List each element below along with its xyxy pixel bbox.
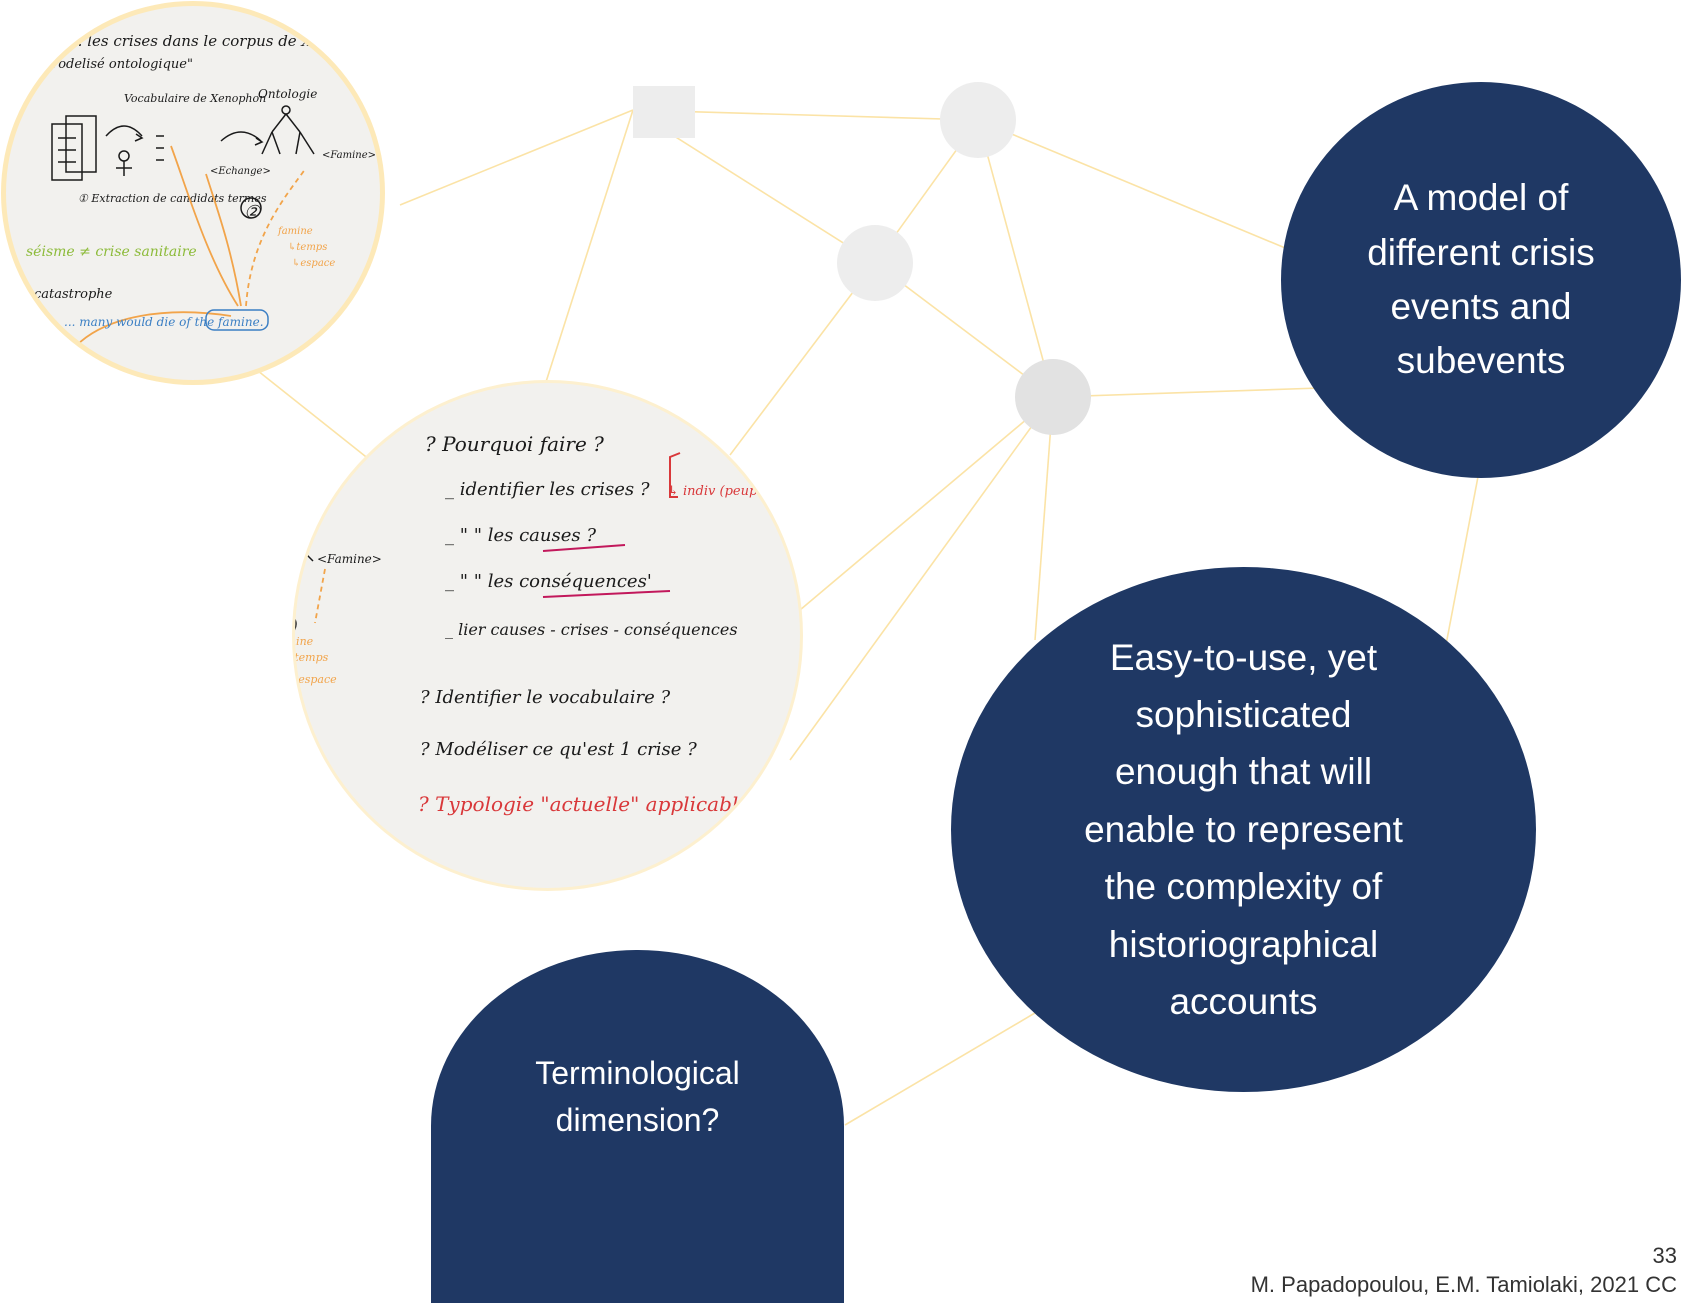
note-text: _ " " les conséquences'	[445, 571, 652, 592]
network-node	[1015, 359, 1091, 435]
edge	[247, 362, 371, 461]
edge	[544, 109, 634, 386]
edge	[1034, 396, 1054, 641]
note-text: ie. les crises dans le corpus de Xenoph	[64, 32, 359, 50]
edge	[399, 109, 634, 206]
handwritten-notes-photo-ontology: ie. les crises dans le corpus de Xenoph …	[6, 6, 380, 380]
note-text: ②	[244, 202, 261, 223]
note-text: famine	[295, 635, 314, 648]
edge	[789, 396, 1054, 761]
page-number: 33	[1652, 1243, 1677, 1268]
note-text: ↳ indiv (peuple	[668, 484, 769, 499]
note-text: Vocabulaire de Xenophon	[124, 92, 266, 105]
note-text: ↳temps	[288, 242, 327, 253]
bubble-text-crisis-model: A model of different crisis events and s…	[1367, 177, 1595, 382]
bubble-crisis-model: A model of different crisis events and s…	[1281, 82, 1681, 478]
note-text: _ identifier les crises ?	[445, 479, 650, 500]
note-text: <Famine>	[322, 150, 376, 161]
note-text: ? Identifier le vocabulaire ?	[420, 687, 671, 708]
tree-sketch-icon	[281, 105, 291, 115]
bubble-text-easy-to-use: Easy-to-use, yet sophisticated enough th…	[1084, 636, 1403, 1022]
document-sketch-icon	[51, 123, 83, 181]
person-sketch-icon	[118, 150, 130, 162]
edge	[1052, 387, 1321, 398]
network-node	[940, 82, 1016, 158]
note-text: catastrophe	[34, 287, 113, 302]
edge	[799, 396, 1054, 611]
network-node-square	[633, 86, 695, 138]
notes-sketch: ie. les crises dans le corpus de Xenoph …	[26, 32, 376, 347]
bubble-easy-to-use: Easy-to-use, yet sophisticated enough th…	[951, 567, 1536, 1092]
note-text: <Echange>	[210, 166, 271, 177]
footer-credit: M. Papadopoulou, E.M. Tamiolaki, 2021 CC	[1250, 1272, 1677, 1297]
handwritten-notes-photo-questions: ? Pourquoi faire ? _ identifier les cris…	[295, 383, 800, 888]
note-text: famine	[277, 226, 313, 237]
edge	[977, 119, 1291, 251]
note-text: ? Typologie "actuelle" applicable ?	[418, 792, 767, 816]
network-node	[837, 225, 913, 301]
note-text: <Famine>	[317, 552, 382, 566]
note-text: ↳temps	[295, 651, 329, 664]
bubble-text-terminological: Terminological dimension?	[535, 1055, 740, 1138]
edge	[844, 1009, 1041, 1126]
edge	[977, 119, 1054, 398]
note-text: ... many would die of the famine.	[64, 315, 264, 329]
note-text: ? Pourquoi faire ?	[425, 432, 604, 456]
notes-questions: ? Pourquoi faire ? _ identifier les cris…	[295, 432, 769, 816]
note-text: ↳espace	[292, 258, 335, 269]
note-text: séisme ≠ crise sanitaire	[26, 244, 197, 260]
note-text: rodelisé ontologique"	[52, 57, 193, 72]
note-text: _ " " les causes ?	[445, 525, 596, 546]
note-text: ① Extraction de candidats termes	[78, 192, 267, 205]
edge	[729, 262, 876, 456]
bubble-terminological: Terminological dimension?	[431, 950, 844, 1303]
note-text: ↳espace	[295, 673, 337, 686]
note-text: ? Modéliser ce qu'est 1 crise ?	[420, 739, 697, 760]
note-text: Ontologie	[258, 87, 317, 101]
note-text: _ lier causes - crises - conséquences	[445, 620, 738, 639]
